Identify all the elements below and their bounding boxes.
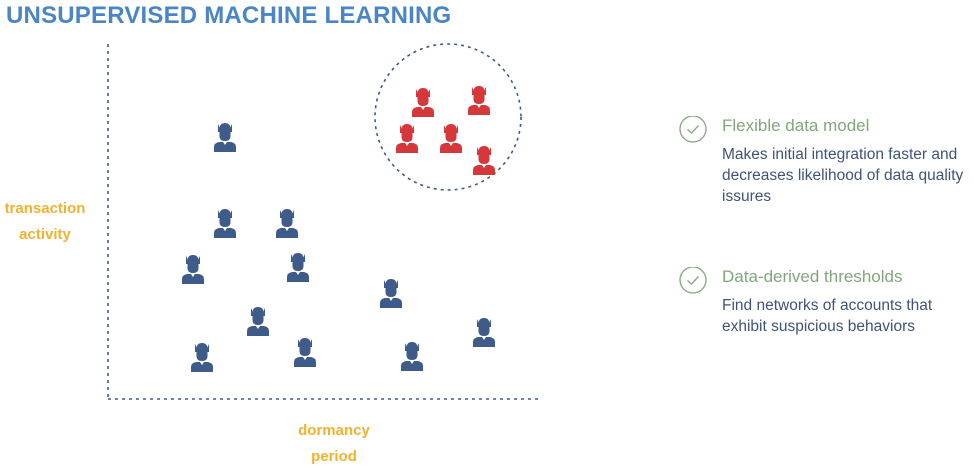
normal-account-icon [380, 279, 402, 308]
anomaly-account-icon [468, 86, 490, 115]
feature-heading: Data-derived thresholds [722, 267, 903, 286]
normal-account-icon [276, 209, 298, 238]
normal-account-icon [247, 307, 269, 336]
y-axis-label-line: transaction [4, 200, 86, 217]
normal-account-icon [214, 209, 236, 238]
cluster-diagram [107, 43, 542, 400]
normal-account-icon [294, 338, 316, 367]
normal-account-icon [287, 253, 309, 282]
anomaly-account-icon [473, 146, 495, 175]
normal-account-icon [401, 342, 423, 371]
y-axis-label-line: activity [19, 226, 71, 243]
anomaly-cluster-outline [374, 43, 522, 191]
check-circle-icon [679, 116, 707, 143]
feature-description: Makes initial integration faster and dec… [722, 146, 964, 205]
normal-account-icon [182, 255, 204, 284]
normal-account-icon [214, 123, 236, 152]
x-axis-label-line: period [311, 448, 357, 465]
anomaly-account-icon [440, 124, 462, 153]
normal-account-icon [191, 343, 213, 372]
anomaly-account-icon [396, 124, 418, 153]
anomaly-account-icon [412, 88, 434, 117]
check-circle-icon [679, 267, 707, 294]
normal-account-icon [473, 318, 495, 347]
x-axis-label-line: dormancy [298, 422, 370, 439]
feature-description: Find networks of accounts that exhibit s… [722, 297, 933, 335]
y-axis-label: transaction activity [0, 196, 90, 248]
feature-heading: Flexible data model [722, 116, 870, 135]
x-axis-label: dormancy period [264, 418, 404, 470]
page-title: UNSUPERVISED MACHINE LEARNING [6, 2, 452, 29]
